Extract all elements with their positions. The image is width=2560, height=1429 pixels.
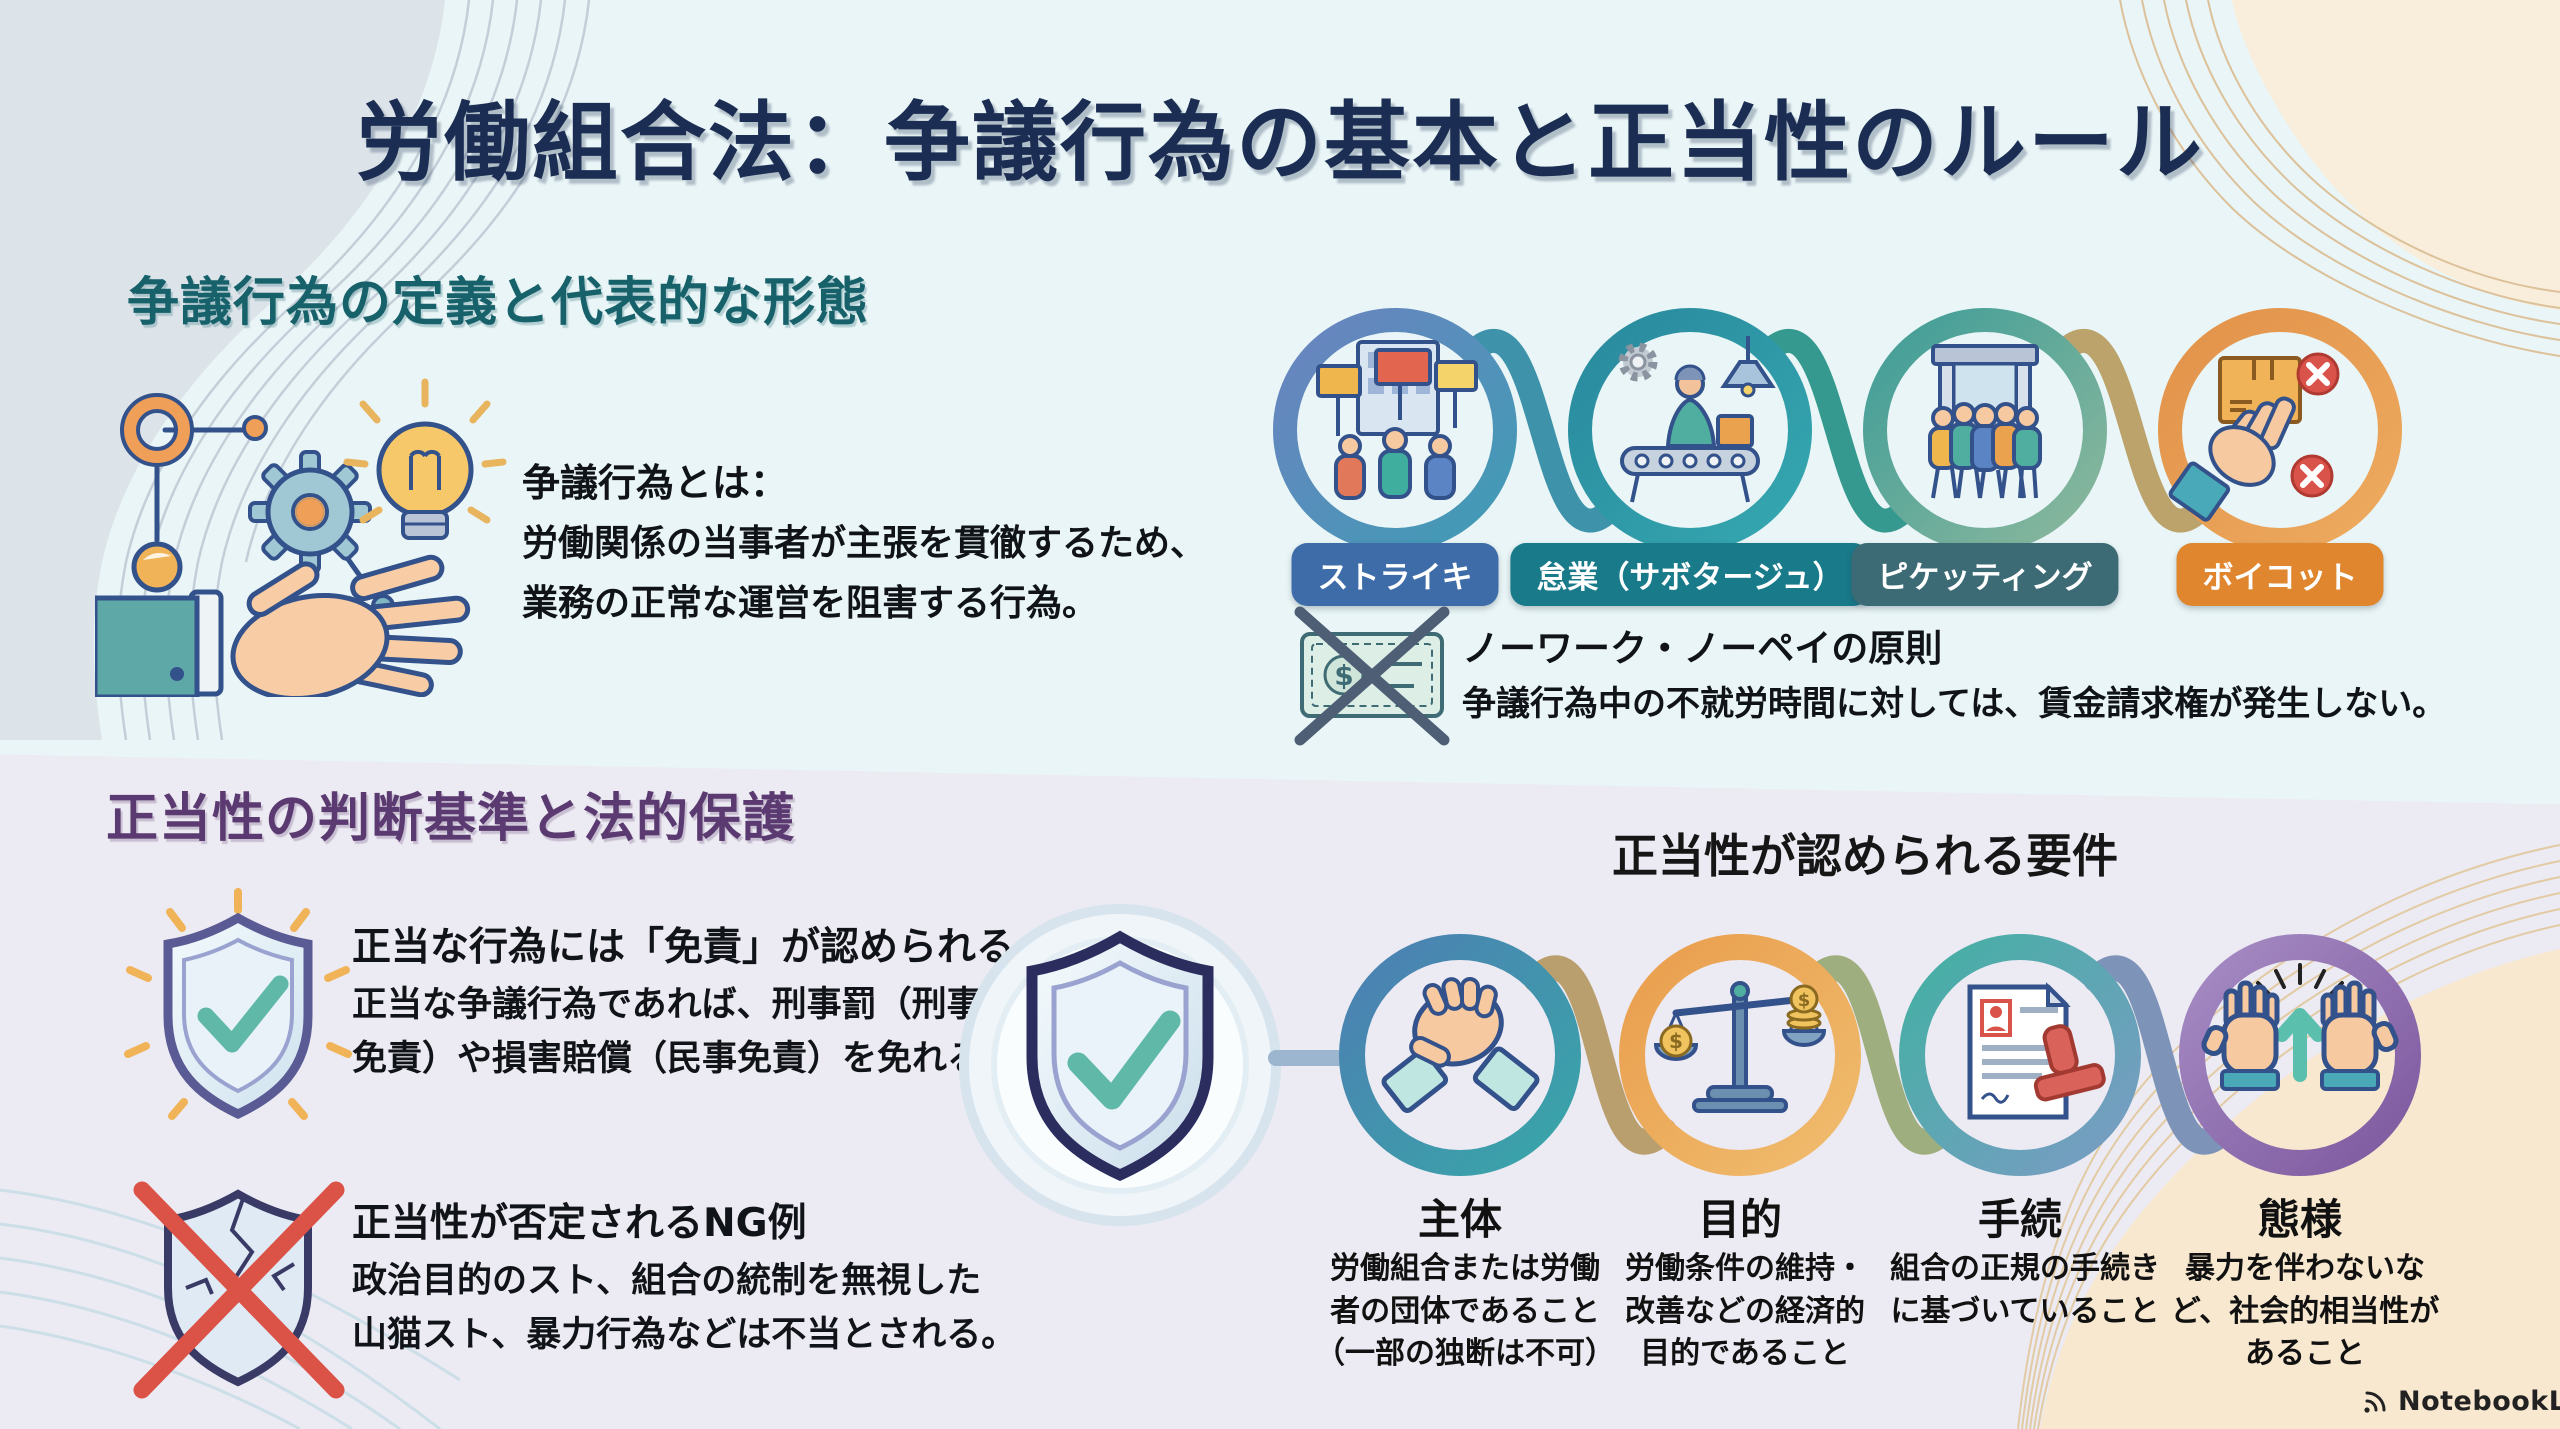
strike-icon <box>1316 340 1478 500</box>
definition-line: 労働関係の当事者が主張を貫徹するため、 <box>522 523 1207 564</box>
clasped-hands-icon <box>1381 977 1540 1114</box>
svg-text:$: $ <box>1334 659 1353 692</box>
raised-hands-icon <box>2201 963 2399 1091</box>
immunity-line: 正当な争議行為であれば、刑事罰（刑事 <box>352 985 982 1025</box>
form-label-boycott: ボイコット <box>2176 543 2384 606</box>
requirement-line: 者の団体であること <box>1330 1293 1600 1329</box>
requirement-line: ど、社会的相当性が <box>2170 1293 2440 1329</box>
requirements-hub-shield-icon <box>959 904 1281 1226</box>
definition-lead: 争議行為とは： <box>522 461 789 505</box>
requirement-line: 暴力を伴わないな <box>2185 1251 2425 1286</box>
requirement-title-subject: 主体 <box>1417 1195 1502 1244</box>
requirement-body-purpose: 労働条件の維持・ 改善などの経済的 目的であること <box>1580 1248 1910 1376</box>
boycott-icon <box>2168 352 2340 522</box>
requirement-body-subject: 労働組合または労働 者の団体であること （一部の独断は不可） <box>1300 1248 1630 1376</box>
form-label-sabotage: 怠業（サボタージュ） <box>1510 543 1870 606</box>
no-work-no-pay-heading: ノーワーク・ノーペイの原則 <box>1462 627 1943 670</box>
dispute-forms-ribbon <box>1273 308 2402 552</box>
ng-body: 政治目的のスト、組合の統制を無視した 山猫スト、暴力行為などは不当とされる。 <box>352 1254 1016 1363</box>
requirement-line: （一部の独断は不可） <box>1315 1336 1615 1372</box>
definition-body: 労働関係の当事者が主張を貫徹するため、 業務の正常な運営を阻害する行為。 <box>522 514 1206 635</box>
ng-line: 山猫スト、暴力行為などは不当とされる。 <box>352 1315 1017 1356</box>
brand: NotebookLM <box>2360 1386 2560 1417</box>
requirements-heading: 正当性が認められる要件 <box>1612 829 2118 883</box>
page-title: 労働組合法：争議行為の基本と正当性のルール <box>356 93 2204 193</box>
requirement-line: に基づいていること <box>1890 1293 2160 1329</box>
requirement-body-procedure: 組合の正規の手続き に基づいていること <box>1860 1248 2190 1333</box>
notebooklm-logo-icon <box>2364 1391 2386 1413</box>
sabotage-icon <box>1618 336 1776 503</box>
form-label-strike: ストライキ <box>1291 543 1499 606</box>
broken-shield-x-icon <box>133 1181 345 1399</box>
picketing-icon <box>1928 344 2042 499</box>
requirement-line: 目的であること <box>1640 1336 1850 1372</box>
svg-text:$: $ <box>1798 990 1811 1011</box>
requirement-line: 改善などの経済的 <box>1625 1293 1865 1329</box>
definition-line: 業務の正常な運営を阻害する行為。 <box>522 583 1099 625</box>
immunity-heading: 正当な行為には「免責」が認められる <box>352 925 1016 970</box>
requirement-line: 労働条件の維持・ <box>1625 1251 1865 1286</box>
requirements-ribbon: $ $ <box>1339 934 2421 1176</box>
shield-check-icon <box>124 888 352 1120</box>
hub-connector-line <box>1268 1050 1350 1066</box>
requirement-body-manner: 暴力を伴わないな ど、社会的相当性が あること <box>2140 1248 2470 1376</box>
requirement-line: あること <box>2245 1336 2365 1372</box>
section1-heading: 争議行為の定義と代表的な形態 <box>127 273 870 333</box>
immunity-line: 免責）や損害賠償（民事免責）を免れる。 <box>352 1039 1018 1080</box>
section2-heading: 正当性の判断基準と法的保護 <box>106 789 796 849</box>
balance-scale-icon: $ $ <box>1653 981 1827 1113</box>
immunity-body: 正当な争議行為であれば、刑事罰（刑事 免責）や損害賠償（民事免責）を免れる。 <box>352 978 1017 1087</box>
requirement-line: 労働組合または労働 <box>1330 1251 1600 1286</box>
brand-label: NotebookLM <box>2398 1386 2560 1417</box>
crossed-banknote-icon: $ <box>1294 606 1450 746</box>
requirement-title-purpose: 目的 <box>1697 1195 1782 1244</box>
requirement-title-manner: 態様 <box>2257 1195 2342 1244</box>
no-work-no-pay-body: 争議行為中の不就労時間に対しては、賃金請求権が発生しない。 <box>1462 684 2447 724</box>
requirement-title-procedure: 手続 <box>1977 1195 2062 1244</box>
form-label-picketing: ピケッティング <box>1851 543 2119 606</box>
svg-text:$: $ <box>1669 1029 1683 1053</box>
hand-gear-lightbulb-icon <box>95 378 507 697</box>
requirement-line: 組合の正規の手続き <box>1890 1251 2160 1286</box>
ng-line: 政治目的のスト、組合の統制を無視した <box>352 1261 982 1301</box>
ng-heading: 正当性が否定されるNG例 <box>352 1201 807 1246</box>
document-stamp-icon <box>1967 982 2106 1120</box>
